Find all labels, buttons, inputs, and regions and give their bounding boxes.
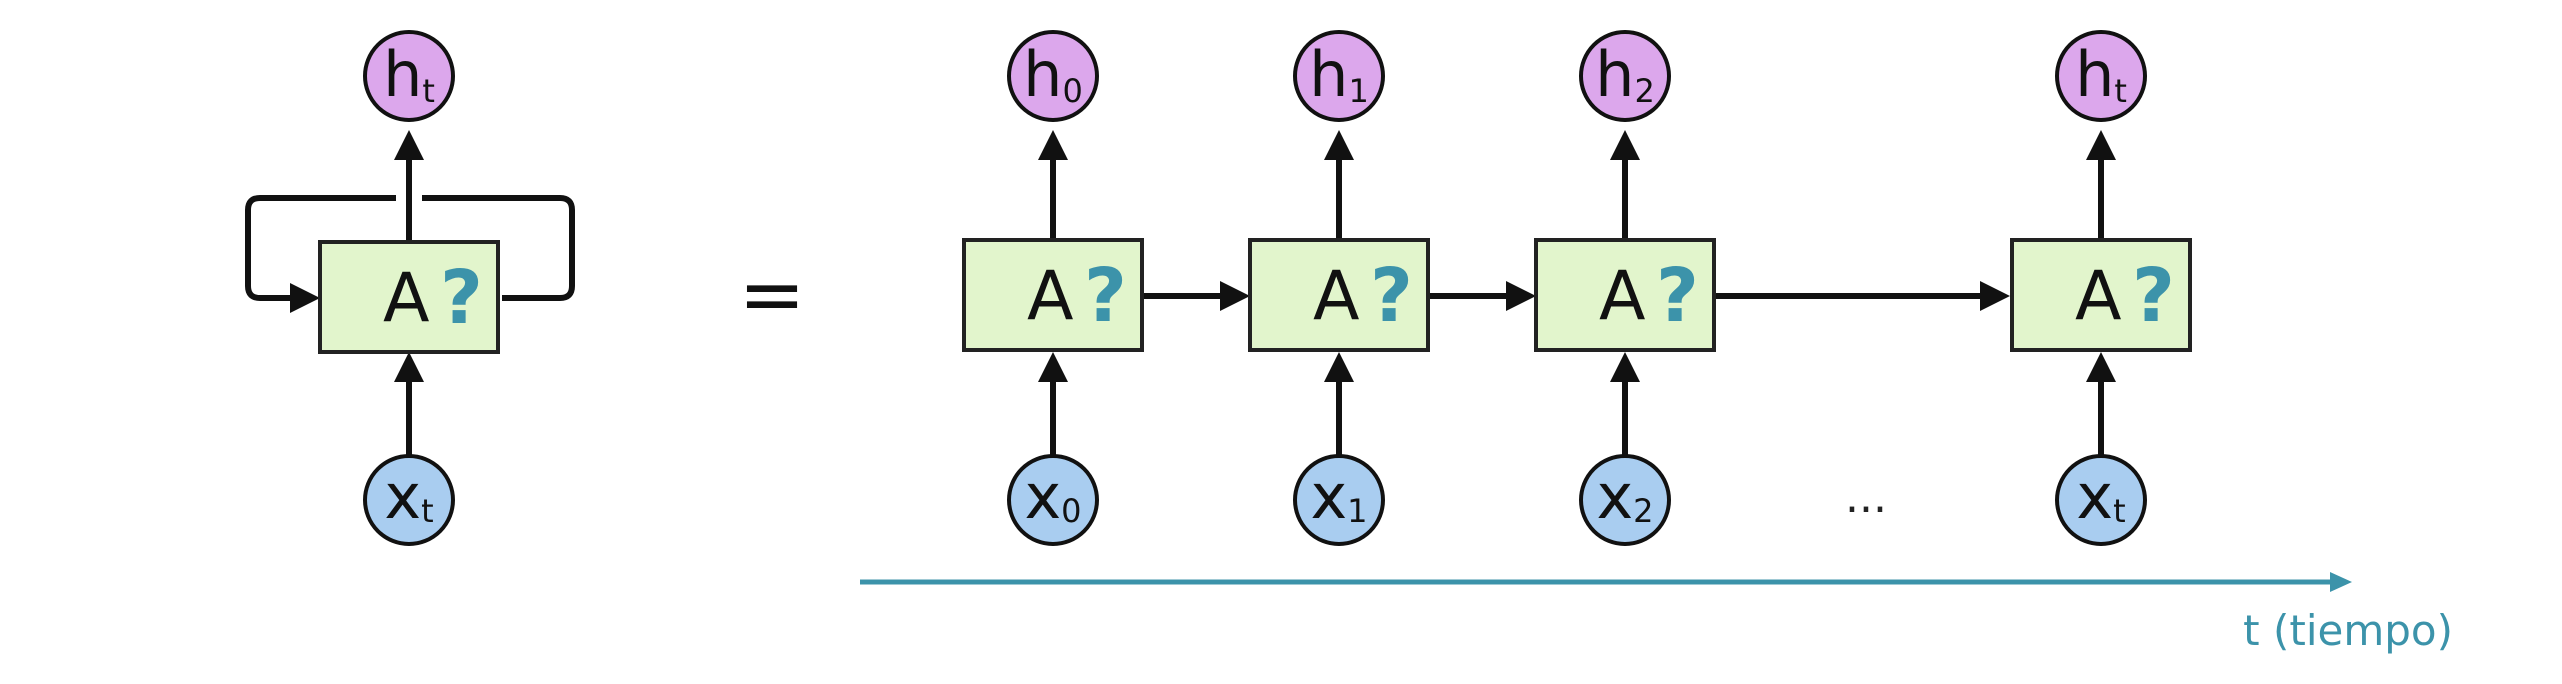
step-cell-question: ? xyxy=(2132,253,2175,339)
step-output-label: h1 xyxy=(1309,38,1369,111)
step-output-main: h xyxy=(1023,38,1062,111)
step-input-label: xt xyxy=(2076,460,2125,533)
step-input-sub: 1 xyxy=(1347,492,1367,530)
step-output-sub: t xyxy=(2114,72,2127,110)
step-output-node xyxy=(1579,30,1671,122)
step-input-main: x xyxy=(1024,460,1061,533)
step-input-label: x1 xyxy=(1310,460,1367,533)
rolled-output-node xyxy=(363,30,455,122)
chain-arrowhead-1-2 xyxy=(1506,281,1536,311)
step-cell-letter: A xyxy=(2075,257,2122,336)
chain-arrowhead-2-t xyxy=(1980,281,2010,311)
rolled-input-node xyxy=(363,454,455,546)
rolled-input-arrowhead xyxy=(394,352,424,382)
rolled-output-arrowhead xyxy=(394,130,424,160)
step-input-node xyxy=(1293,454,1385,546)
step-output-label: h2 xyxy=(1595,38,1655,111)
step-output-node xyxy=(1007,30,1099,122)
step-input-node xyxy=(1007,454,1099,546)
recurrent-loop-edge xyxy=(245,195,575,301)
time-axis-label: t (tiempo) xyxy=(2243,606,2453,655)
step-output-sub: 1 xyxy=(1348,72,1368,110)
step-cell-question: ? xyxy=(1656,253,1699,339)
time-axis: t (tiempo) xyxy=(860,572,2453,655)
unrolled-chain: A ? h0 x0 A ? h1 x1 xyxy=(962,30,2192,546)
recurrent-loop-arrowhead xyxy=(290,283,320,313)
step-cell-letter: A xyxy=(1599,257,1646,336)
step-output-arrowhead xyxy=(2086,130,2116,160)
step-cell-box xyxy=(962,238,1144,352)
step-input-arrowhead xyxy=(1324,352,1354,382)
step-cell-letter: A xyxy=(1313,257,1360,336)
step-input-sub: t xyxy=(2113,492,2126,530)
step-output-node xyxy=(2055,30,2147,122)
step-output-arrowhead xyxy=(1324,130,1354,160)
step-output-main: h xyxy=(1309,38,1348,111)
step-input-label: x0 xyxy=(1024,460,1081,533)
step-output-arrowhead xyxy=(1610,130,1640,160)
step-output-main: h xyxy=(2075,38,2114,111)
rolled-cell-box xyxy=(318,240,500,354)
step-output-label: ht xyxy=(2075,38,2127,111)
step-output-label: h0 xyxy=(1023,38,1083,111)
step-input-main: x xyxy=(1596,460,1633,533)
step-output-arrowhead xyxy=(1038,130,1068,160)
step-input-arrowhead xyxy=(1610,352,1640,382)
chain-arrowhead-0-1 xyxy=(1220,281,1250,311)
step-cell-box xyxy=(1248,238,1430,352)
step-input-sub: 0 xyxy=(1061,492,1081,530)
step-cell-question: ? xyxy=(1370,253,1413,339)
step-input-arrowhead xyxy=(2086,352,2116,382)
step-cell-question: ? xyxy=(1084,253,1127,339)
unrolled-step: A ? h1 x1 xyxy=(1248,30,1430,546)
step-output-node xyxy=(1293,30,1385,122)
step-input-node xyxy=(1579,454,1671,546)
time-axis-arrowhead xyxy=(2330,572,2352,592)
rolled-input-sub: t xyxy=(421,492,434,530)
step-input-label: x2 xyxy=(1596,460,1653,533)
step-input-main: x xyxy=(1310,460,1347,533)
step-cell-box xyxy=(2010,238,2192,352)
rolled-input-main: x xyxy=(384,460,421,533)
step-input-sub: 2 xyxy=(1633,492,1653,530)
step-output-sub: 0 xyxy=(1062,72,1082,110)
rolled-cell-question: ? xyxy=(440,255,483,341)
rolled-cell-letter: A xyxy=(383,259,430,338)
rolled-output-label: ht xyxy=(383,38,435,111)
ellipsis: ... xyxy=(1845,472,1887,523)
rolled-output-sub: t xyxy=(422,72,435,110)
step-output-sub: 2 xyxy=(1634,72,1654,110)
step-input-main: x xyxy=(2076,460,2113,533)
step-cell-box xyxy=(1534,238,1716,352)
step-input-node xyxy=(2055,454,2147,546)
equals-sign: = xyxy=(738,248,805,341)
step-cell-letter: A xyxy=(1027,257,1074,336)
rolled-rnn: A ? ht xt xyxy=(245,30,575,546)
unrolled-step: A ? ht xt xyxy=(2010,30,2192,546)
rolled-input-label: xt xyxy=(384,460,433,533)
rolled-output-main: h xyxy=(383,38,422,111)
unrolled-step: A ? h0 x0 xyxy=(962,30,1144,546)
unrolled-step: A ? h2 x2 xyxy=(1534,30,1716,546)
step-input-arrowhead xyxy=(1038,352,1068,382)
step-output-main: h xyxy=(1595,38,1634,111)
